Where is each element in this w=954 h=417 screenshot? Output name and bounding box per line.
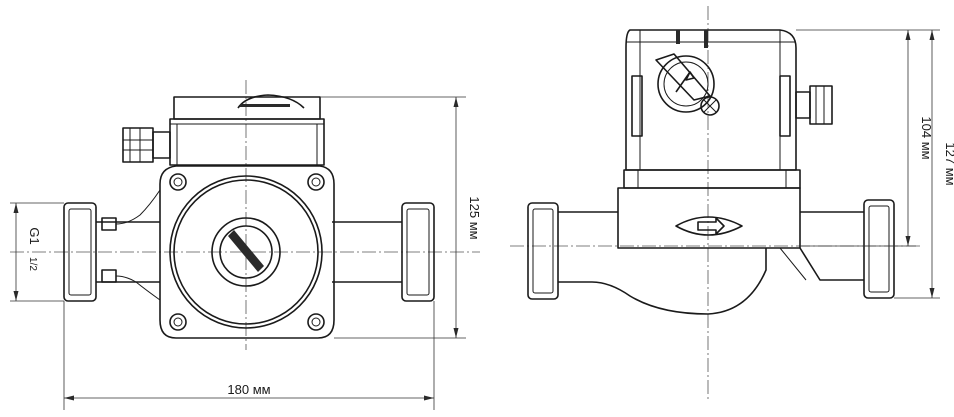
side-right-flange (863, 199, 895, 299)
shaft-plug (211, 217, 281, 287)
side-volute-lower (558, 211, 767, 315)
front-dimensions (10, 96, 466, 410)
thread-fraction-label: 1/2 (27, 257, 38, 271)
pump-body-outer (169, 175, 323, 329)
side-left-flange (527, 202, 559, 300)
pump-block (617, 187, 801, 249)
wire-bottom (115, 275, 161, 301)
pump-housing (159, 165, 335, 339)
motor-collar (623, 169, 801, 189)
side-dimensions (796, 29, 940, 299)
knob-pointer (655, 53, 711, 101)
plug-slot (228, 230, 264, 272)
side-inner-height-label: 104 мм (919, 116, 934, 159)
connector-bottom (101, 269, 117, 283)
housing-bolts (169, 173, 325, 331)
vent-screw (700, 96, 720, 116)
motor-side-fin (631, 75, 643, 137)
cable-gland (122, 127, 154, 163)
terminal-box-knob (237, 94, 305, 109)
thread-label: G1 (27, 227, 42, 244)
front-right-flange (401, 202, 435, 302)
motor-head (625, 29, 797, 171)
front-left-flange (63, 202, 97, 302)
side-cable-gland-base (795, 91, 811, 119)
side-view (510, 6, 920, 400)
front-right-pipe (332, 221, 402, 283)
width-dimension-label: 180 мм (227, 382, 270, 397)
connector-top (101, 217, 117, 231)
flow-direction-badge (675, 216, 743, 236)
side-cable-gland (809, 85, 833, 125)
wire-top (115, 189, 161, 225)
side-right-pipe (799, 211, 864, 281)
terminal-box (169, 118, 325, 166)
front-view (10, 80, 480, 350)
speed-selector-knob (657, 55, 715, 113)
side-outer-height-label: 127 мм (943, 142, 954, 185)
front-height-dimension-label: 125 мм (467, 196, 482, 239)
flow-arrow-icon (697, 217, 725, 235)
